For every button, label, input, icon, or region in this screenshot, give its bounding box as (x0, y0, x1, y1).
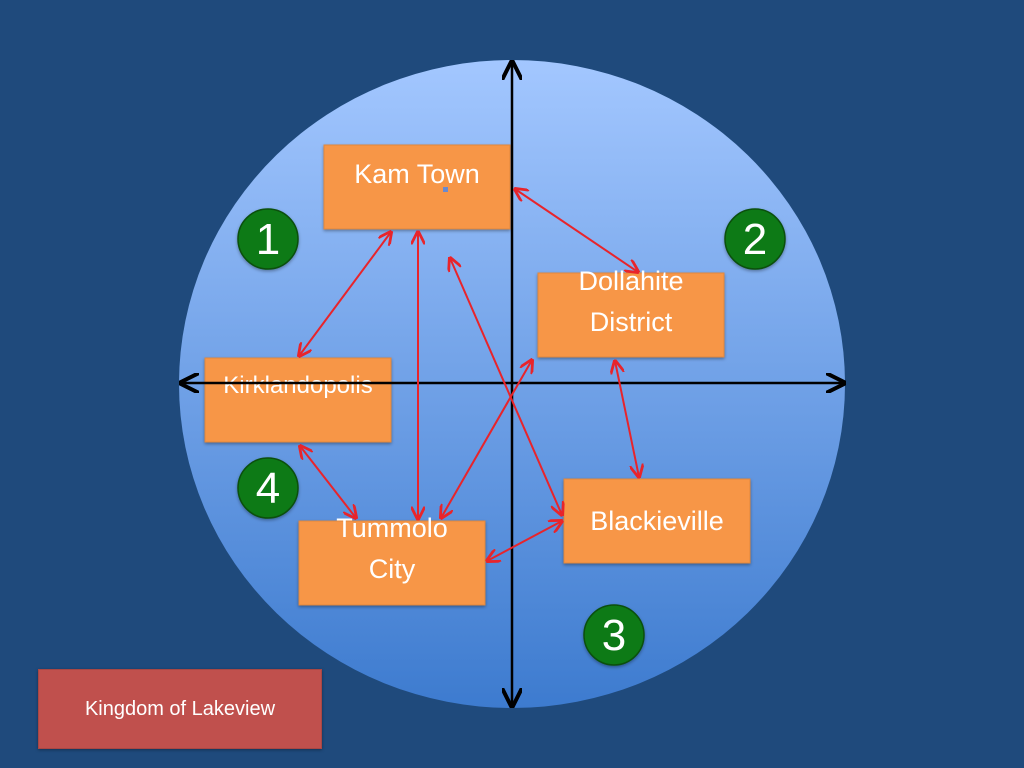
quadrant-number: 3 (602, 611, 626, 660)
city-tummolo-city[interactable]: Tummolo City (298, 513, 486, 606)
city-label: City (369, 554, 416, 584)
city-kam-town[interactable]: Kam Town (323, 144, 511, 230)
arrow-dollahite-blackieville (615, 361, 639, 477)
quadrant-badge-2: 2 (724, 208, 786, 270)
city-box (537, 272, 725, 358)
selection-dot (443, 187, 448, 192)
city-label: Kam Town (354, 159, 480, 189)
city-label: Dollahite (578, 266, 683, 296)
arrow-kam-town-dollahite (515, 189, 638, 272)
quadrant-badge-1: 1 (237, 208, 299, 270)
city-box (563, 478, 751, 564)
connection-arrows (299, 189, 639, 561)
city-label: Tummolo (336, 513, 448, 543)
kingdom-label: Kingdom of Lakeview (84, 697, 276, 720)
city-box (204, 357, 392, 443)
quadrant-badge-4: 4 (237, 457, 299, 519)
city-kirklandopolis[interactable]: Kirklandopolis (204, 357, 392, 443)
quadrant-number: 4 (256, 464, 280, 513)
arrow-tummolo-blackieville (487, 521, 562, 561)
arrow-kam-town-kirklandopolis (299, 232, 391, 356)
city-box (298, 520, 486, 606)
quadrant-number: 2 (743, 215, 767, 264)
kingdom-label-box[interactable]: Kingdom of Lakeview (38, 669, 322, 749)
city-label: Blackieville (590, 506, 724, 536)
city-dollahite-district[interactable]: Dollahite District (537, 266, 725, 358)
arrow-kirklandopolis-tummolo (300, 446, 356, 518)
quadrant-badge-3: 3 (583, 604, 645, 666)
arrow-dollahite-tummolo (441, 360, 532, 518)
city-label: District (590, 307, 673, 337)
city-blackieville[interactable]: Blackieville (563, 478, 751, 564)
quadrant-number: 1 (256, 215, 280, 264)
city-label: Kirklandopolis (223, 372, 372, 399)
